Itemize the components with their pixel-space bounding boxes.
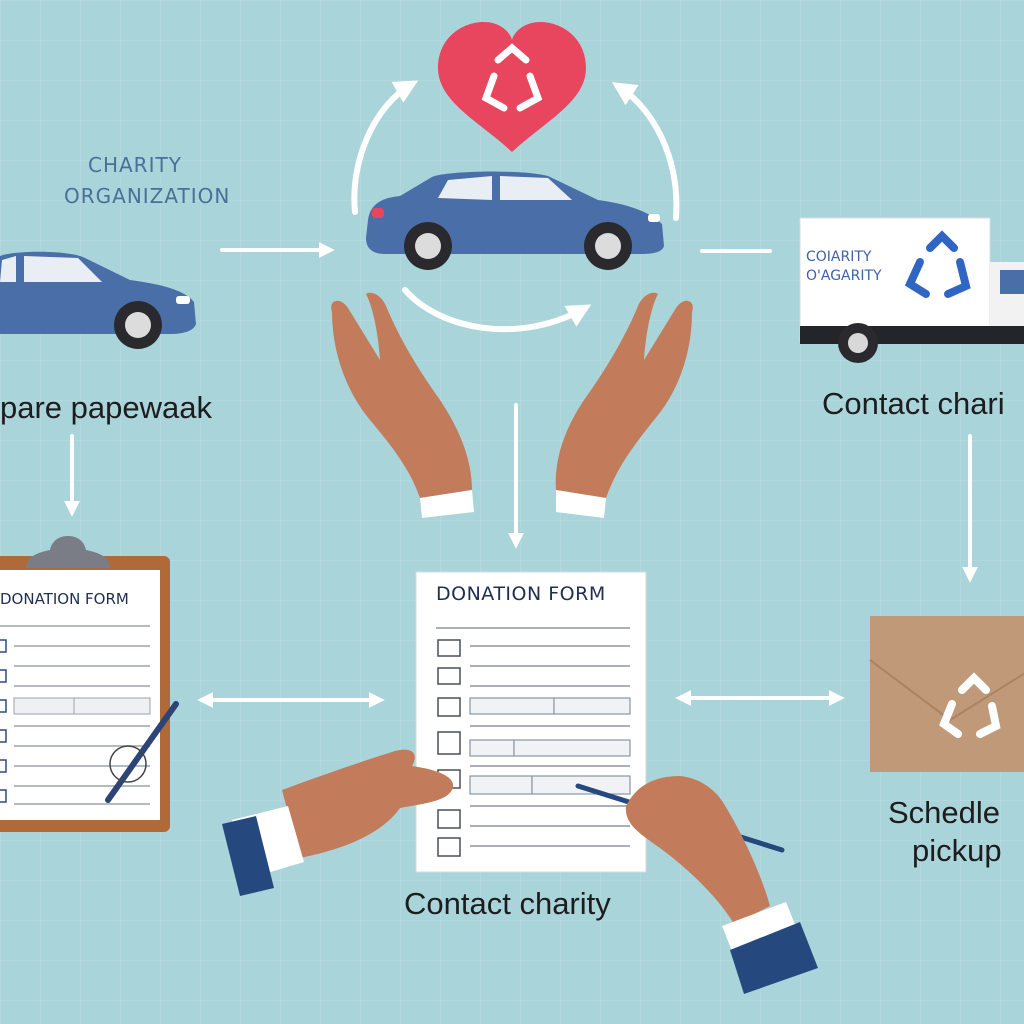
top-row-arrows	[220, 242, 772, 258]
schedule-line-1: Schedle	[888, 795, 1001, 830]
cycle-arrows	[351, 80, 680, 333]
writing-hands-icon	[222, 749, 818, 994]
left-car-icon	[0, 251, 196, 349]
truck-text: COIARITY O'AGARITY	[806, 248, 882, 286]
center-form-title: DONATION FORM	[436, 583, 606, 605]
charity-org-label: CHARITY ORGANIZATION	[64, 150, 230, 212]
giving-hands-icon	[331, 292, 693, 518]
truck-line-2: O'AGARITY	[806, 268, 882, 284]
step-contact-charity-top: Contact chari	[822, 386, 1005, 421]
charity-truck-icon	[799, 217, 1024, 363]
clipboard-form-icon	[0, 536, 179, 832]
org-line-1: CHARITY	[88, 153, 182, 177]
step-contact-charity-bottom: Contact charity	[404, 886, 611, 921]
heart-recycle-icon	[438, 22, 586, 152]
step-schedule-pickup: Schedle pickup	[888, 794, 1002, 870]
truck-line-1: COIARITY	[806, 249, 872, 265]
left-form-title: DONATION FORM	[0, 590, 129, 608]
org-line-2: ORGANIZATION	[64, 184, 231, 208]
center-car-icon	[366, 171, 664, 270]
vertical-arrows	[64, 403, 978, 583]
envelope-recycle-icon	[869, 616, 1024, 772]
schedule-line-2: pickup	[912, 833, 1002, 868]
donation-form-document	[415, 571, 647, 873]
bottom-row-arrows	[197, 690, 845, 708]
step-prepare-paperwork: pare papewaak	[0, 390, 212, 425]
